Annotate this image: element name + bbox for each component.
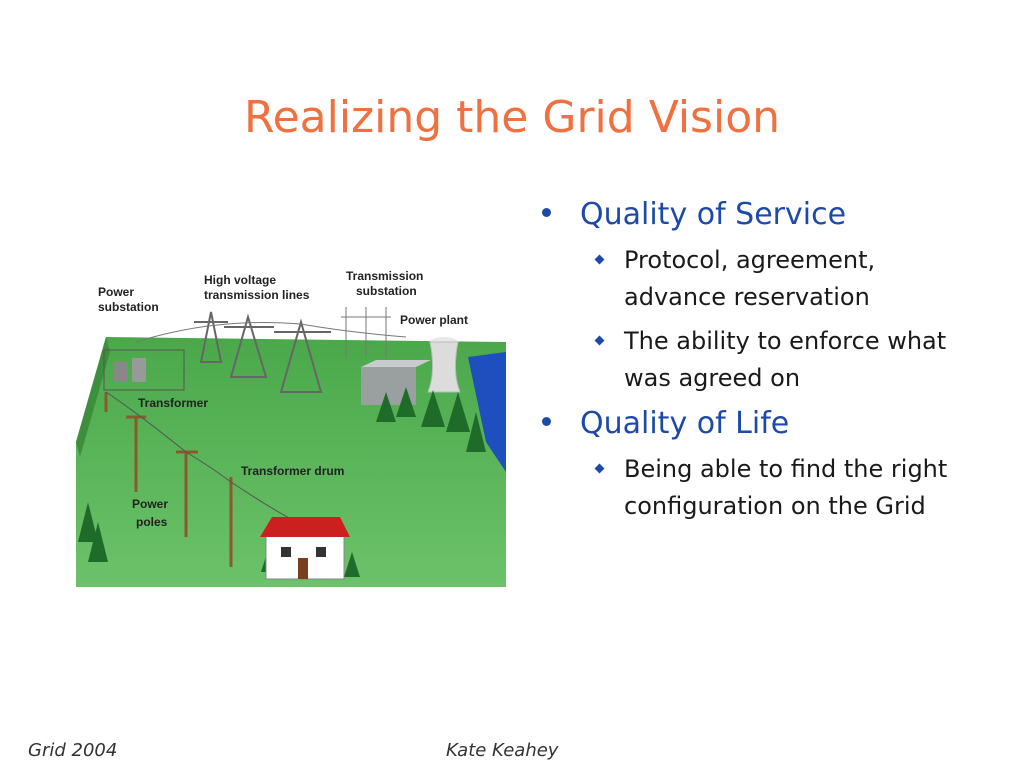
diamond-bullet-icon (594, 254, 605, 265)
tower-3 (274, 318, 331, 393)
label-high-voltage: High voltage transmission lines (204, 273, 310, 302)
bullet-text: Quality of Service (580, 197, 847, 232)
power-grid-illustration: Power substation High voltage transmissi… (76, 262, 506, 587)
sub-bullet-text: Protocol, agreement, advance reservation (624, 246, 876, 311)
diamond-bullet-icon (594, 335, 605, 346)
sub-bullet-text: The ability to enforce what was agreed o… (624, 327, 947, 392)
label-power-plant: Power plant (400, 313, 468, 327)
transmission-lines (135, 321, 407, 343)
sub-bullet-item: The ability to enforce what was agreed o… (536, 323, 1006, 397)
plant-roof (361, 360, 431, 367)
bullet-dot-icon (542, 417, 551, 426)
power-grid-svg: Power substation High voltage transmissi… (76, 269, 506, 587)
sub-bullet-text: Being able to find the right configurati… (624, 455, 948, 520)
bullet-item: Quality of Life (536, 405, 1006, 443)
ground-edge (76, 337, 110, 457)
sub-bullet-list: Being able to find the right configurati… (536, 451, 1006, 525)
label-transmission-substation: Transmission substation (346, 269, 427, 298)
bullet-list: Quality of Service Protocol, agreement, … (536, 196, 1006, 533)
footer-left: Grid 2004 (28, 740, 118, 761)
bullet-dot-icon (542, 208, 551, 217)
substation-fence (103, 349, 185, 391)
sub-bullet-list: Protocol, agreement, advance reservation… (536, 242, 1006, 397)
slide-title: Realizing the Grid Vision (243, 92, 781, 143)
distribution-lines (105, 391, 307, 528)
footer-center: Kate Keahey (446, 740, 559, 761)
substation-box-2 (132, 358, 146, 382)
substation-box-1 (114, 362, 128, 382)
label-transformer-drum: Transformer drum (241, 464, 344, 478)
transmission-substation (341, 307, 391, 357)
bullet-text: Quality of Life (580, 406, 790, 441)
house (260, 517, 350, 580)
sub-bullet-item: Protocol, agreement, advance reservation (536, 242, 1006, 316)
label-transformer: Transformer (138, 396, 208, 410)
diamond-bullet-icon (594, 463, 605, 474)
tower-2 (224, 313, 274, 378)
sub-bullet-item: Being able to find the right configurati… (536, 451, 1006, 525)
label-power-substation: Power substation (98, 285, 159, 314)
label-power-poles: Power poles (132, 497, 171, 529)
cooling-tower (427, 341, 461, 393)
tower-1 (194, 311, 228, 363)
water (468, 352, 506, 472)
power-poles (104, 392, 233, 567)
bullet-item: Quality of Service (536, 196, 1006, 234)
